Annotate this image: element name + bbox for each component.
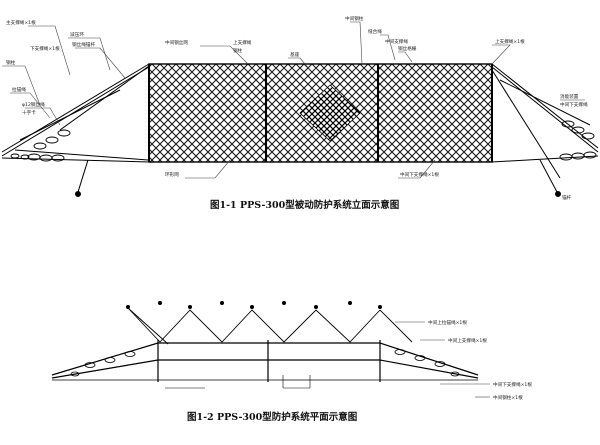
- label-mid-upper-support-rope: 中间上支撑绳×1根: [448, 337, 487, 344]
- label-anchor: 锚杆: [562, 194, 572, 201]
- left-energy-rings: [10, 129, 71, 162]
- label-stitching-rope: 缝合绳: [368, 28, 382, 35]
- label-mid-lower-support-rope: 中间下支撑绳×1根: [493, 381, 532, 388]
- label-cross-clip: 十字卡: [22, 109, 36, 116]
- right-anchor-ropes: [491, 63, 599, 179]
- label-middle-lower-rope: 中间下支撑绳×1根: [400, 171, 439, 178]
- label-ring-net: 环形网: [165, 171, 179, 178]
- callout-labels: 主支撑绳×1根 减压环 钢丝绳锚杆 钢柱 拉锚绳 φ12钢丝绳 十字卡 下支撑绳…: [6, 15, 588, 201]
- label-middle-support-rope: 中间支撑绳: [385, 38, 408, 45]
- label-mid-upper-anchor-rope: 中间上拉锚绳×1根: [428, 319, 467, 326]
- plan-callout-labels: 中间上拉锚绳×1根 中间上支撑绳×1根 中间下支撑绳×1根 中间钢柱×1根: [428, 319, 532, 401]
- label-middle-lower-rope-2: 中间下支撑绳: [560, 101, 588, 108]
- figure-2-caption: 图1-2 PPS-300型防护系统平面示意图: [187, 411, 357, 423]
- label-top-support-rope: 上支撑绳×1根: [495, 38, 525, 45]
- figure-1-caption: 图1-1 PPS-300型被动防护系统立面示意图: [210, 199, 399, 211]
- label-middle-post: 中间钢柱: [345, 15, 364, 22]
- plan-dimensions: [165, 375, 311, 389]
- plan-energy-rings: [70, 349, 460, 377]
- label-post: 钢柱: [6, 59, 16, 66]
- label-mid-post: 中间钢柱×1根: [493, 394, 523, 401]
- plan-bracing: [127, 307, 413, 345]
- plan-callout-leaders: [395, 321, 490, 398]
- label-upper-support-rope: 上支撑绳: [233, 39, 252, 46]
- label-main-support-rope: 主支撑绳×1根: [6, 19, 36, 26]
- elevation-view: 主支撑绳×1根 减压环 钢丝绳锚杆 钢柱 拉锚绳 φ12钢丝绳 十字卡 下支撑绳…: [1, 15, 599, 211]
- label-base: 基座: [290, 51, 300, 58]
- ring-net-center: [299, 84, 361, 142]
- label-anchor-rope: 拉锚绳: [12, 86, 26, 93]
- label-pressure-ring: 减压环: [70, 31, 84, 38]
- plan-barrier: [51, 340, 479, 382]
- ground-anchors: [75, 159, 561, 197]
- callout-leaders: [2, 21, 585, 179]
- right-energy-rings: [559, 120, 597, 161]
- label-middle-mesh: 中间钢丝网: [165, 39, 188, 46]
- plan-anchor-points: [126, 301, 382, 309]
- label-wire-rope: φ12钢丝绳: [22, 101, 45, 108]
- label-rope-anchor: 钢丝绳锚杆: [72, 41, 95, 48]
- plan-view: 中间上拉锚绳×1根 中间上支撑绳×1根 中间下支撑绳×1根 中间钢柱×1根 图1…: [51, 301, 532, 423]
- label-lower-support-rope: 下支撑绳×1根: [30, 45, 60, 52]
- label-post-2: 钢柱: [233, 47, 243, 54]
- label-wire-grid: 钢丝格栅: [398, 45, 417, 52]
- label-energy-device: 消能装置: [560, 93, 579, 100]
